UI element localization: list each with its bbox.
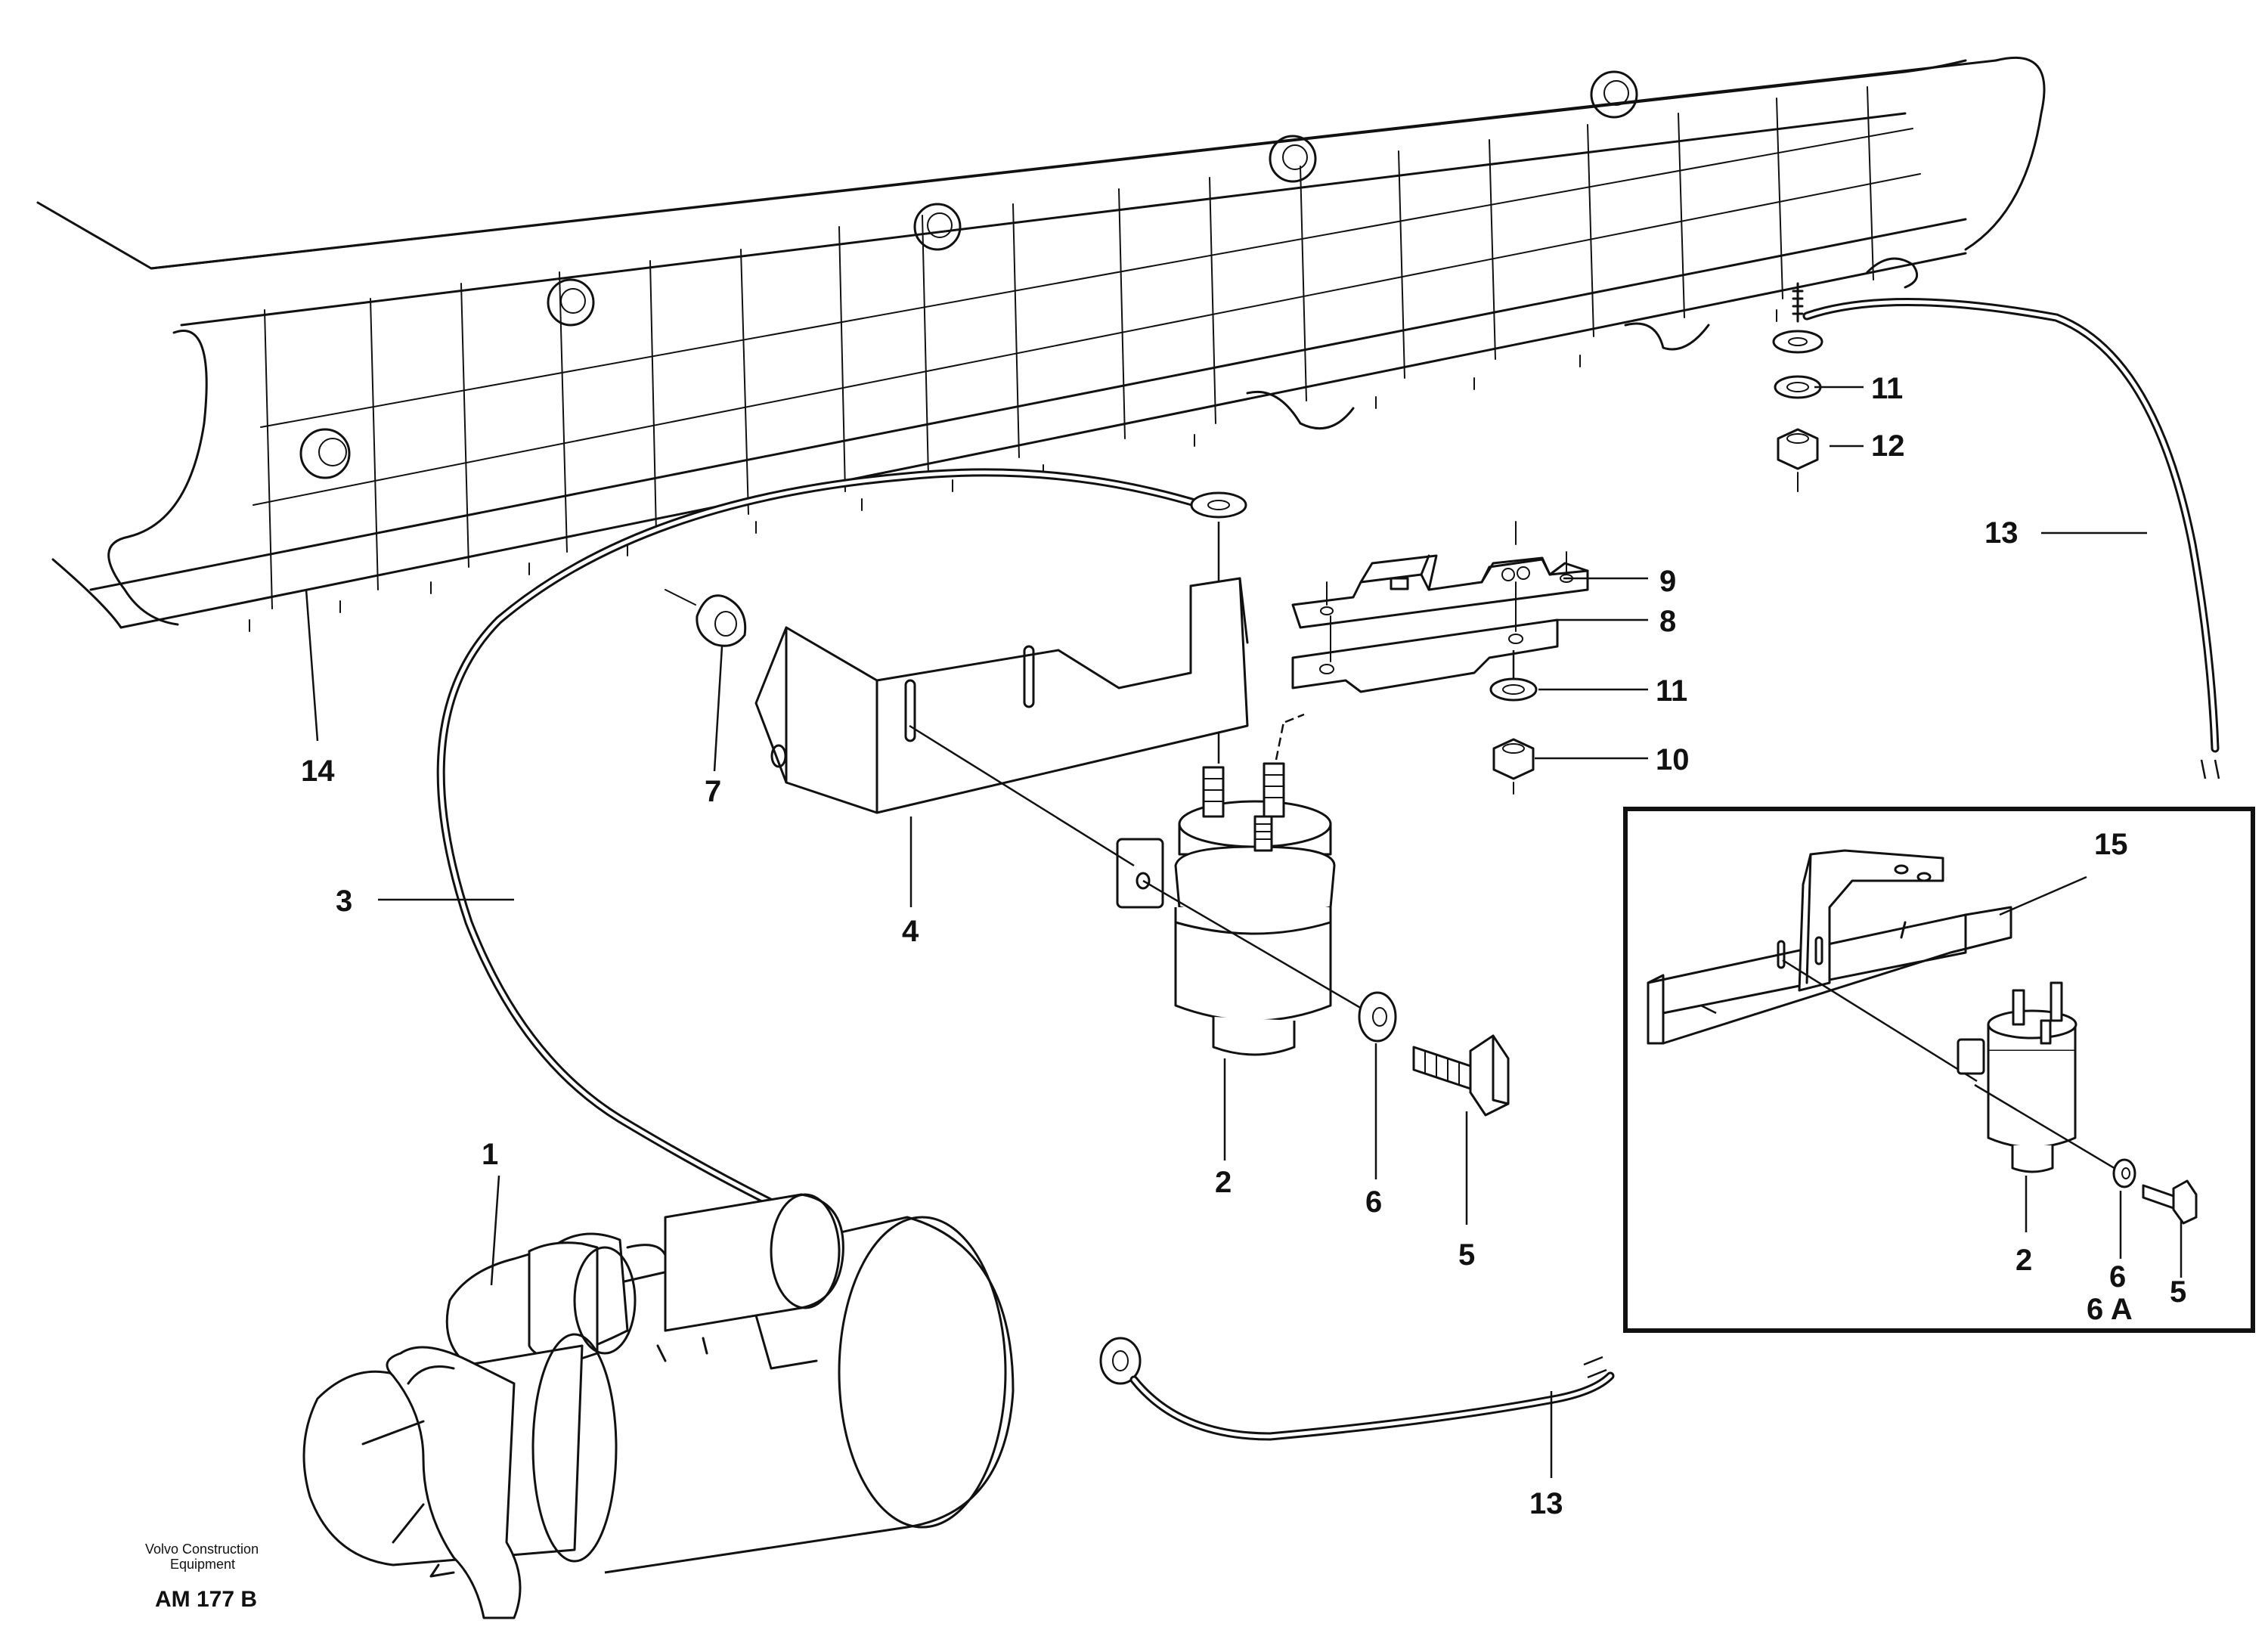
callout-1: 1 xyxy=(482,1138,498,1171)
screw-5 xyxy=(1412,1034,1510,1117)
bracket xyxy=(754,577,1249,814)
callout-11-lower: 11 xyxy=(1656,674,1687,708)
callout-8: 8 xyxy=(1659,605,1676,638)
cable-13-lower xyxy=(1099,1337,1615,1441)
callout-14: 14 xyxy=(301,755,335,788)
callout-6: 6 xyxy=(1365,1185,1382,1219)
callout-4: 4 xyxy=(902,915,919,948)
washer-6 xyxy=(1358,991,1397,1043)
callout-inset-5: 5 xyxy=(2170,1275,2186,1309)
nut-10 xyxy=(1492,738,1535,795)
fuse-strip xyxy=(1291,521,1589,629)
callout-11-upper: 11 xyxy=(1871,372,1903,405)
washer-11-lower xyxy=(1489,650,1538,702)
starter-motor xyxy=(302,1193,1015,1619)
callout-7: 7 xyxy=(705,775,721,808)
callout-10: 10 xyxy=(1656,743,1690,776)
callout-13-upper: 13 xyxy=(1984,516,2019,550)
callout-inset-2: 2 xyxy=(2015,1244,2032,1277)
callout-3: 3 xyxy=(336,885,352,918)
drawing-code: AM 177 B xyxy=(155,1587,257,1612)
maker-line-1: Volvo Construction xyxy=(145,1542,259,1557)
maker-line-2: Equipment xyxy=(170,1557,235,1572)
callout-2: 2 xyxy=(1215,1166,1232,1199)
fuse-plate xyxy=(1291,581,1559,693)
callout-9: 9 xyxy=(1659,565,1676,598)
solenoid-switch xyxy=(1116,713,1336,1056)
inset-variant xyxy=(1623,807,2255,1333)
callout-13-lower: 13 xyxy=(1529,1487,1563,1520)
cable-13-upper xyxy=(1772,282,2220,779)
leader-lines xyxy=(305,386,2183,1478)
callout-inset-6: 6 xyxy=(2109,1260,2126,1294)
inset-variant-label: 6 A xyxy=(2087,1293,2133,1326)
callout-15: 15 xyxy=(2094,828,2128,861)
callout-5: 5 xyxy=(1458,1238,1475,1272)
callout-12: 12 xyxy=(1871,429,1905,463)
footer: Volvo Construction Equipment AM 177 B xyxy=(145,1542,259,1612)
frame-bolt-icon xyxy=(299,70,1638,479)
nut-7 xyxy=(665,589,747,647)
engine-frame xyxy=(36,56,2046,632)
callout-labels: 12 11 13 9 8 11 10 14 7 3 4 2 6 5 1 13 1… xyxy=(301,372,2186,1520)
